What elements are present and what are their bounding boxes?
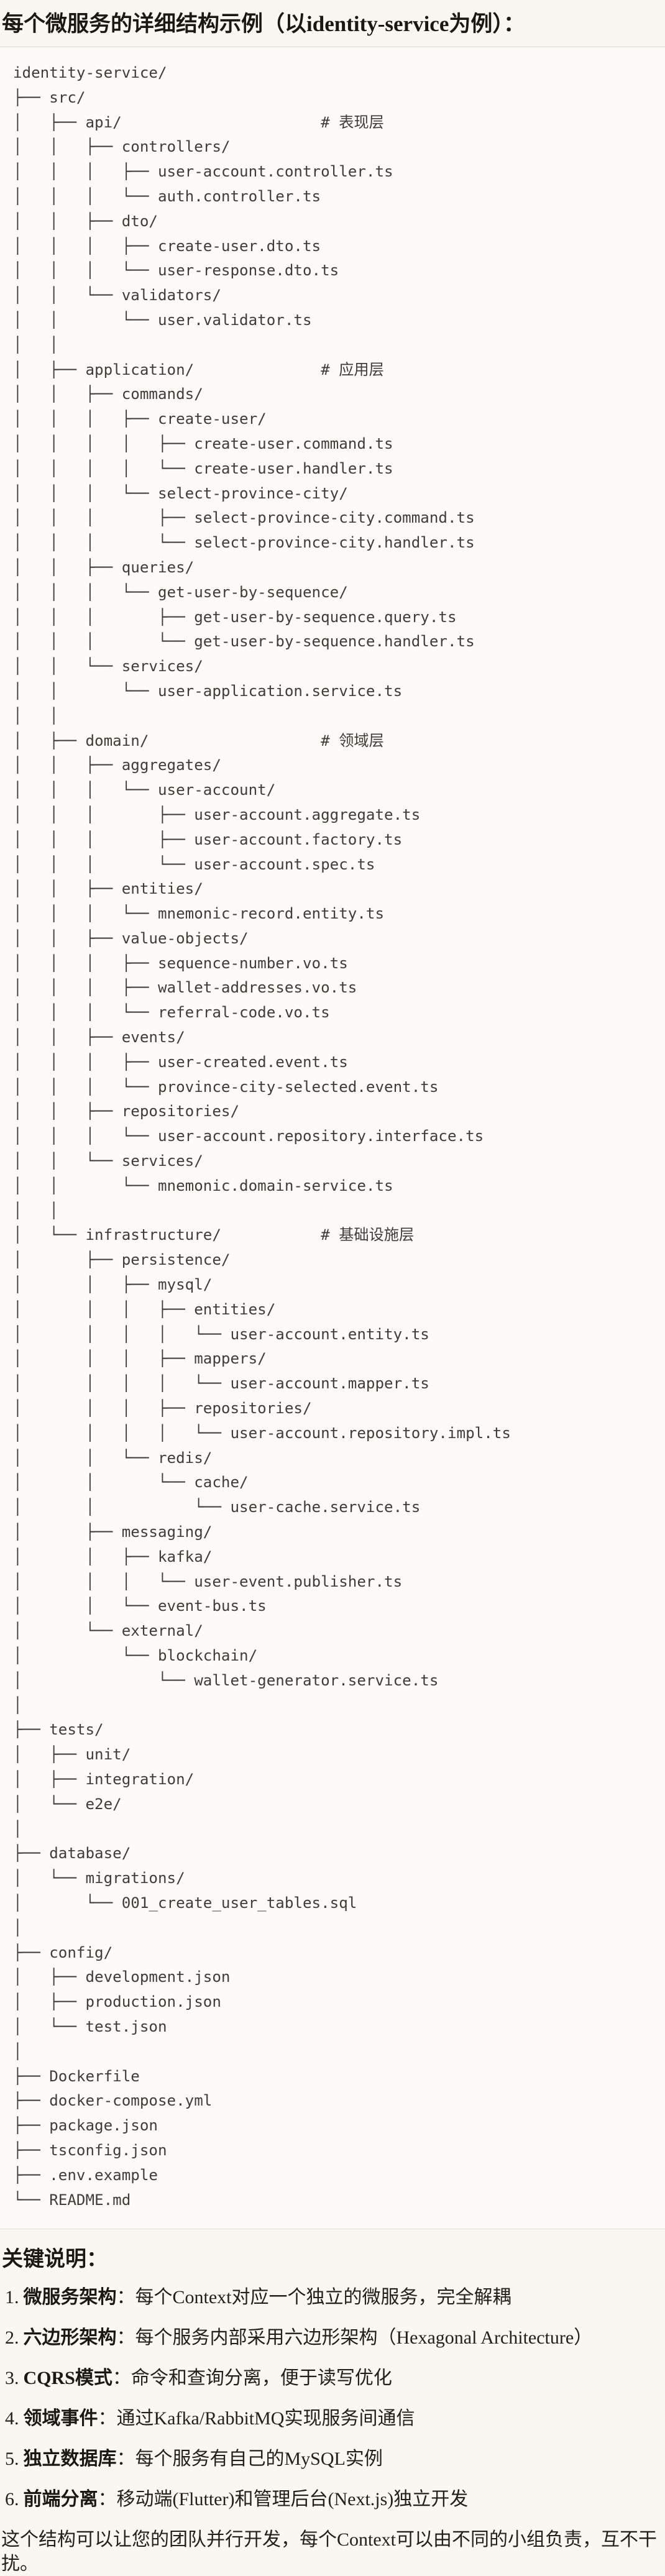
- list-item-desc: 移动端(Flutter)和管理后台(Next.js)独立开发: [116, 2489, 469, 2510]
- list-item: 3.CQRS模式：命令和查询分离，便于读写优化: [5, 2366, 665, 2390]
- list-item: 4.领域事件：通过Kafka/RabbitMQ实现服务间通信: [5, 2406, 665, 2431]
- list-item-number: 2.: [5, 2327, 19, 2349]
- list-item-term: 独立数据库: [23, 2449, 117, 2470]
- list-item-number: 3.: [5, 2368, 19, 2389]
- list-item-term: 微服务架构: [23, 2287, 117, 2308]
- list-item-colon: ：: [98, 2408, 117, 2429]
- notes-heading: 关键说明：: [2, 2248, 108, 2271]
- list-item-number: 5.: [5, 2449, 19, 2470]
- directory-tree-code-block: identity-service/ ├── src/ │ ├── api/ # …: [0, 47, 665, 2230]
- list-item-number: 1.: [5, 2287, 19, 2308]
- list-item-term: 领域事件: [23, 2408, 98, 2429]
- notes-list: 1.微服务架构：每个Context对应一个独立的微服务，完全解耦 2.六边形架构…: [0, 2285, 665, 2511]
- list-item-term: 前端分离: [23, 2489, 98, 2510]
- list-item-number: 4.: [5, 2408, 19, 2429]
- list-item-desc: 每个Context对应一个独立的微服务，完全解耦: [135, 2287, 511, 2308]
- closing-paragraph: 这个结构可以让您的团队并行开发，每个Context可以由不同的小组负责，互不干扰…: [1, 2529, 657, 2575]
- list-item: 6.前端分离：移动端(Flutter)和管理后台(Next.js)独立开发: [5, 2487, 665, 2511]
- list-item: 1.微服务架构：每个Context对应一个独立的微服务，完全解耦: [5, 2285, 665, 2309]
- list-item-colon: ：: [98, 2489, 117, 2510]
- list-item-colon: ：: [116, 2327, 135, 2349]
- list-item-colon: ：: [116, 2287, 135, 2308]
- list-item-desc: 每个服务有自己的MySQL实例: [135, 2449, 383, 2470]
- list-item: 2.六边形架构：每个服务内部采用六边形架构（Hexagonal Architec…: [5, 2326, 665, 2350]
- list-item-desc: 通过Kafka/RabbitMQ实现服务间通信: [116, 2408, 415, 2429]
- page-title: 每个微服务的详细结构示例（以identity-service为例）：: [2, 12, 525, 36]
- list-item: 5.独立数据库：每个服务有自己的MySQL实例: [5, 2447, 665, 2471]
- list-item-desc: 每个服务内部采用六边形架构（Hexagonal Architecture）: [135, 2327, 593, 2349]
- list-item-desc: 命令和查询分离，便于读写优化: [131, 2368, 392, 2389]
- list-item-number: 6.: [5, 2489, 19, 2510]
- list-item-colon: ：: [116, 2449, 135, 2470]
- list-item-term: 六边形架构: [23, 2327, 117, 2349]
- list-item-term: CQRS模式: [23, 2368, 112, 2389]
- list-item-colon: ：: [112, 2368, 131, 2389]
